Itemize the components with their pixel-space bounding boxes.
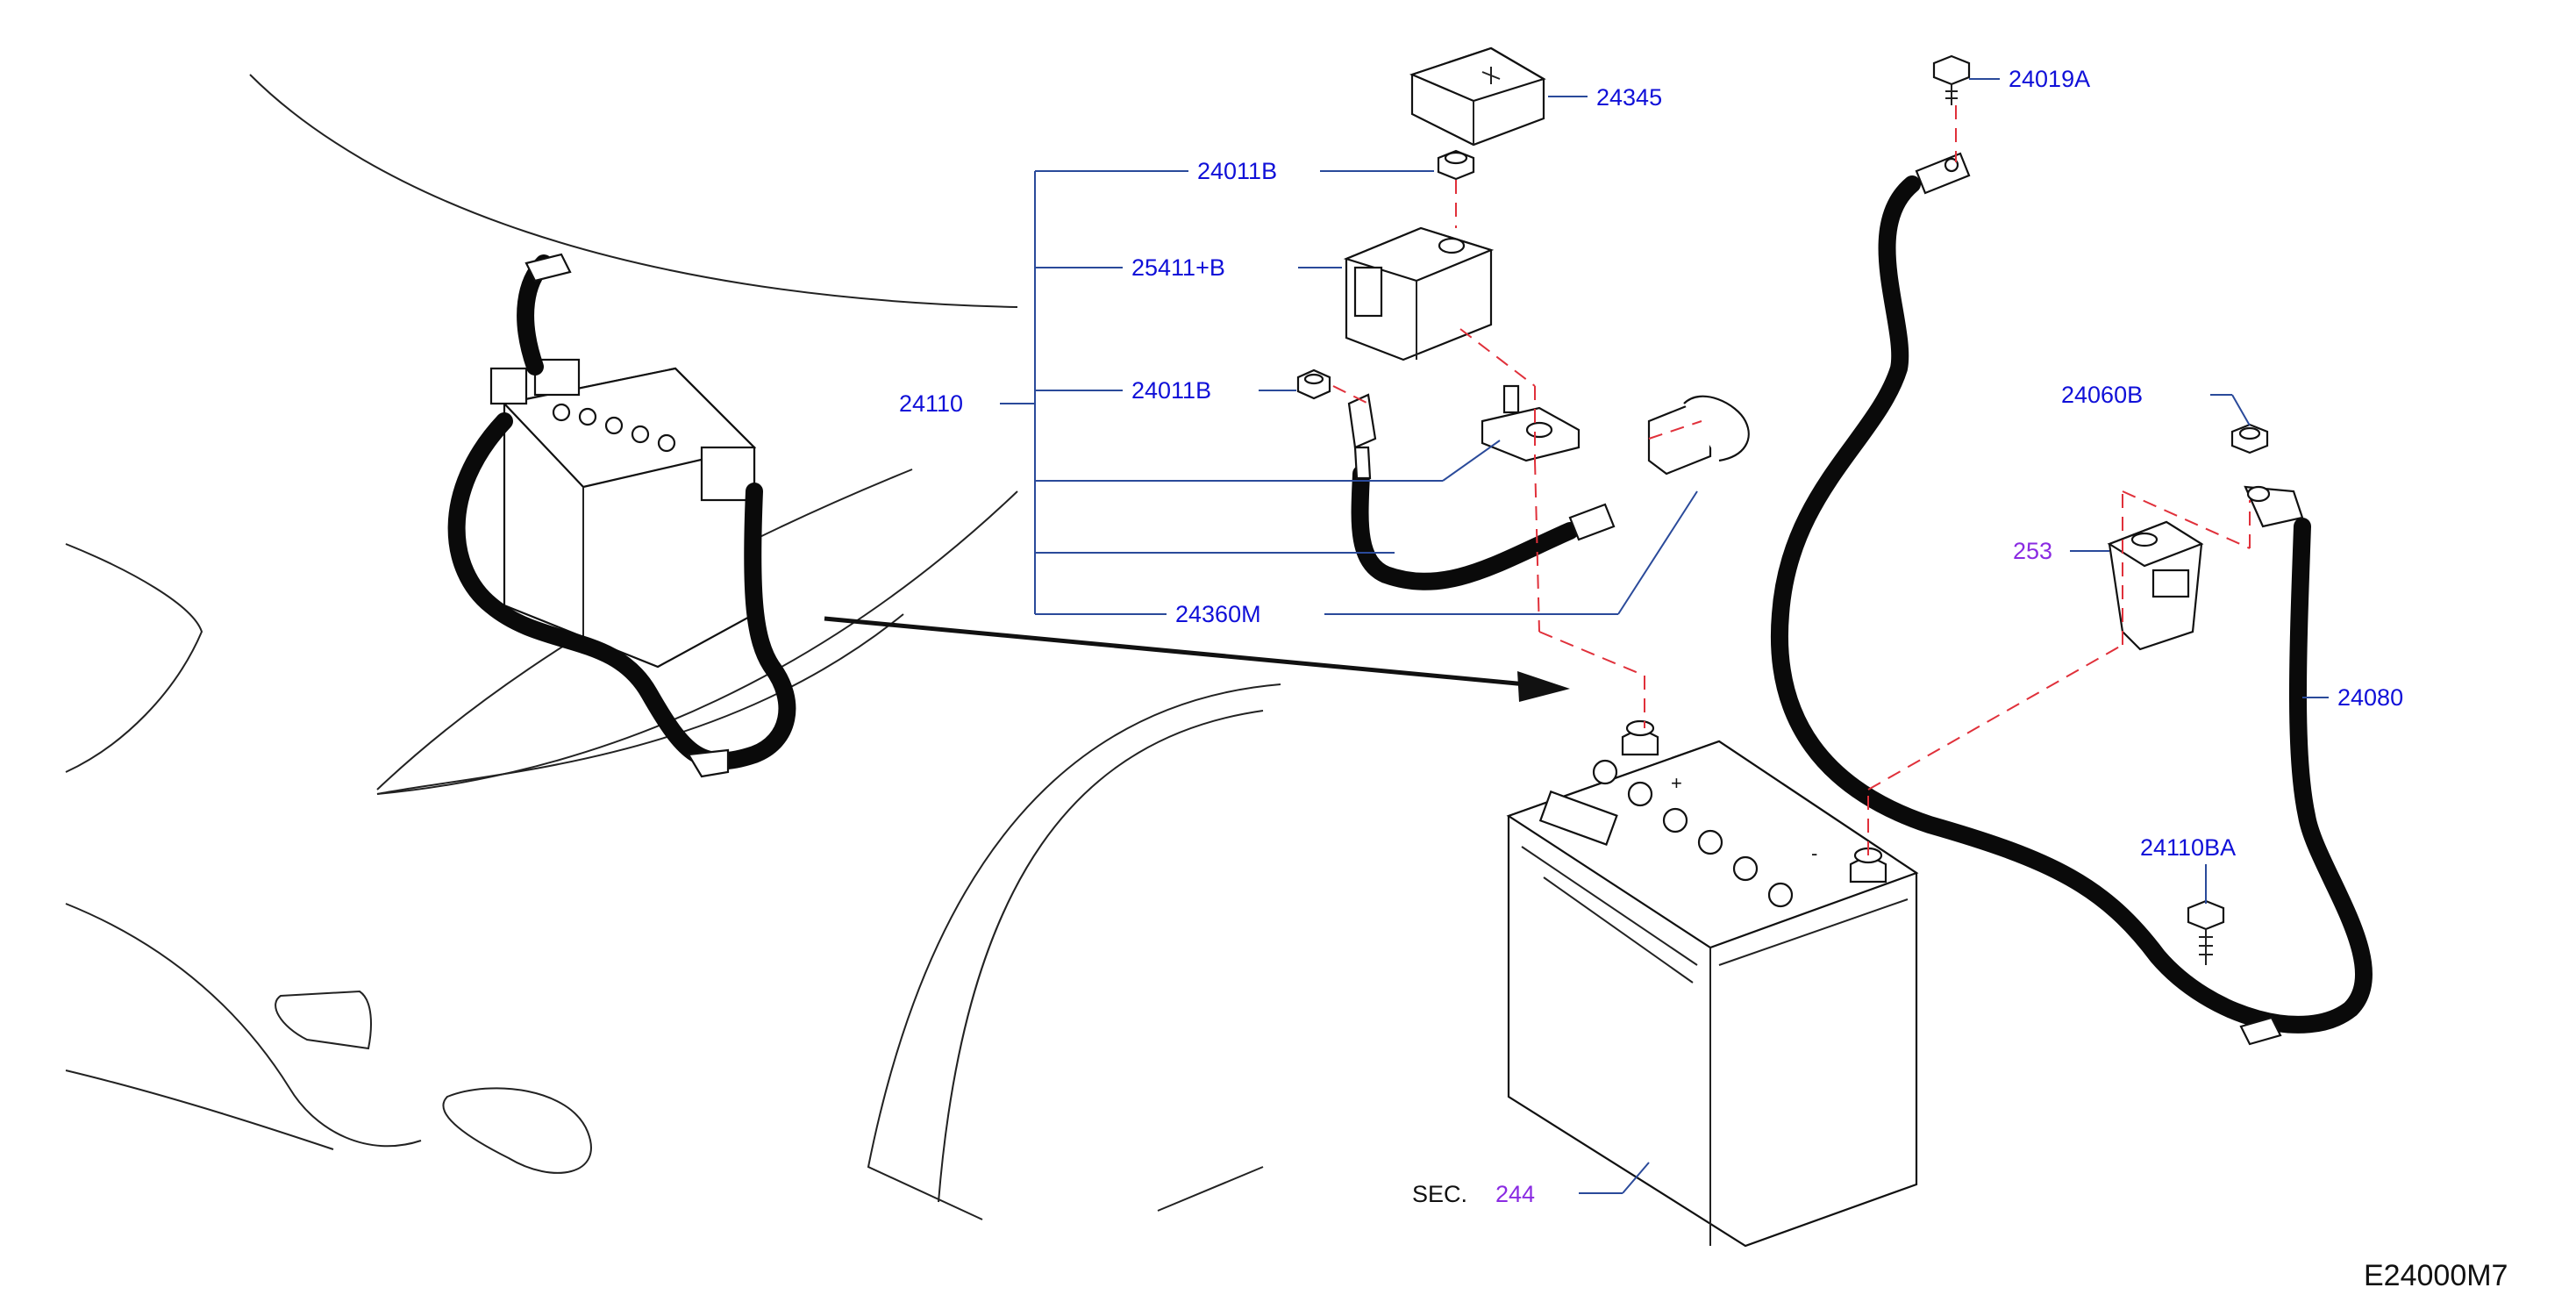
callout-24011b-top: 24011B [1197,158,1277,184]
fusible-link-block [1343,226,1495,361]
positive-terminal-clamp [1481,384,1581,462]
section-ref-prefix: SEC. [1412,1181,1467,1207]
callout-24011b-mid: 24011B [1131,377,1211,404]
callout-24019a: 24019A [2009,66,2090,92]
callout-24110ba: 24110BA [2140,834,2236,861]
bolt-top [1932,54,1971,105]
bolt-24110ba [2187,899,2225,965]
callout-labels: 24345 24011B 25411+B 24110 24011B 24360M… [899,66,2403,1207]
section-ref-number: 244 [1495,1181,1535,1207]
callout-253: 253 [2013,538,2052,564]
svg-text:-: - [1811,842,1817,864]
negative-cable-24080 [1771,152,2373,1046]
diagram-code: E24000M7 [2364,1259,2508,1292]
callout-24360m: 24360M [1175,601,1261,627]
assembly-dashed-lines [1332,105,2251,855]
terminal-cover [1409,46,1546,147]
positive-cable [1347,393,1616,590]
harness-connector [1647,395,1750,476]
nut-mid [1296,368,1331,400]
vehicle-body-outline [65,74,1281,1220]
nut-24060b [2230,423,2269,454]
nut-top [1437,149,1475,181]
callout-24060b: 24060B [2061,382,2143,408]
callout-25411b: 25411+B [1131,254,1225,281]
detail-arrow [824,616,1570,702]
callout-24080: 24080 [2337,684,2403,711]
negative-terminal-clamp [2107,520,2204,651]
battery-large: + - [1506,719,1919,1248]
svg-text:+: + [1671,772,1682,794]
callout-24345: 24345 [1596,84,1662,111]
callout-24110: 24110 [899,390,963,417]
installed-battery-assembly [447,253,796,778]
leader-lines [1000,78,2329,1194]
